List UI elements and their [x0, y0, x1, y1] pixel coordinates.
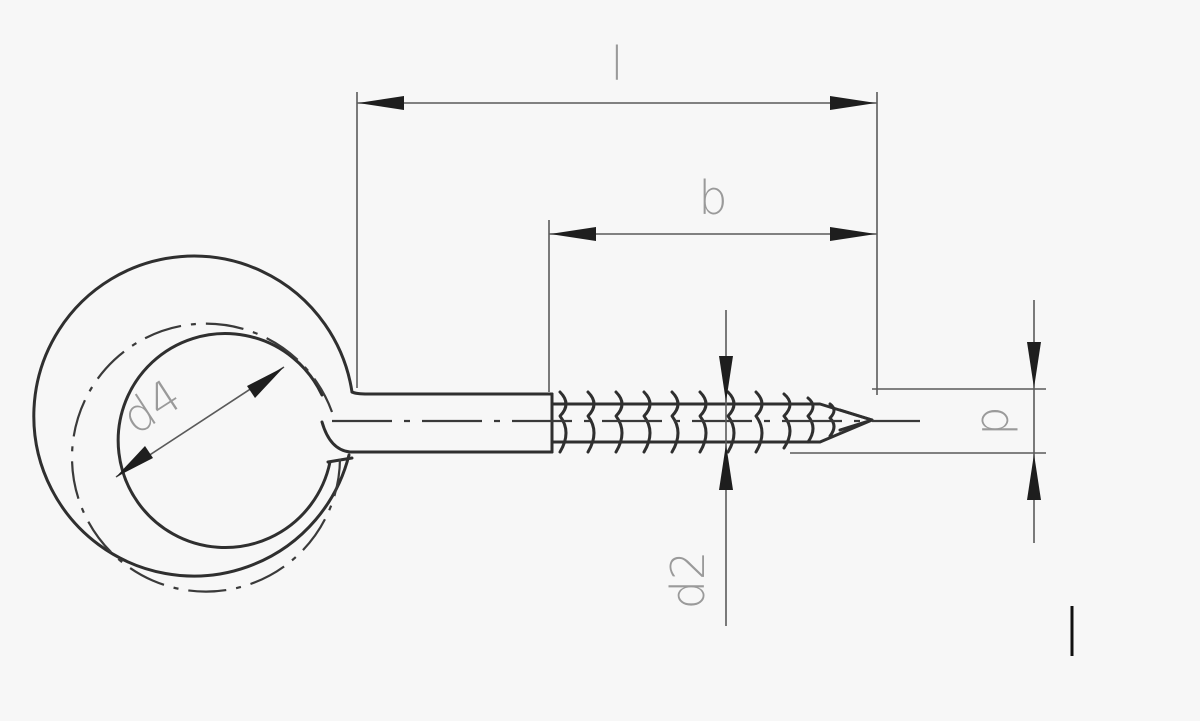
dimension-label-l: l	[611, 37, 624, 91]
thread-minor-top	[550, 402, 874, 422]
dim-l-arrow-right	[830, 96, 876, 110]
dim-d2-arrow-bottom	[719, 444, 733, 490]
dimension-label-b: b	[698, 171, 727, 225]
thread-minor-bottom	[550, 418, 874, 444]
screw-thread	[550, 390, 874, 454]
dim-b-arrow-left	[550, 227, 596, 241]
ring-outer-outline	[32, 254, 354, 578]
dim-d4-arrow-start	[116, 446, 153, 477]
dimension-l: l	[356, 37, 878, 395]
screw-eye-ring	[32, 254, 354, 593]
dim-l-arrow-left	[358, 96, 404, 110]
dimension-label-d: d	[971, 406, 1025, 435]
dimension-d: d	[790, 300, 1046, 543]
dim-d4-arrow-end	[247, 367, 284, 398]
dimension-label-d4: d4	[112, 368, 190, 445]
ring-centerline	[70, 322, 342, 593]
dimension-d4: d4	[112, 366, 285, 478]
dimension-label-d2: d2	[661, 551, 715, 609]
shank-top-outline	[350, 390, 554, 396]
dimension-d2: d2	[661, 310, 733, 626]
dim-d2-arrow-top	[719, 356, 733, 402]
ring-inner-outline	[116, 332, 332, 550]
dim-d-arrow-top	[1027, 342, 1041, 388]
thread-flanks	[558, 390, 836, 454]
dimension-b: b	[548, 171, 877, 392]
dim-d-arrow-bottom	[1027, 454, 1041, 500]
dim-b-arrow-right	[830, 227, 876, 241]
shank-bottom-outline	[320, 420, 554, 454]
